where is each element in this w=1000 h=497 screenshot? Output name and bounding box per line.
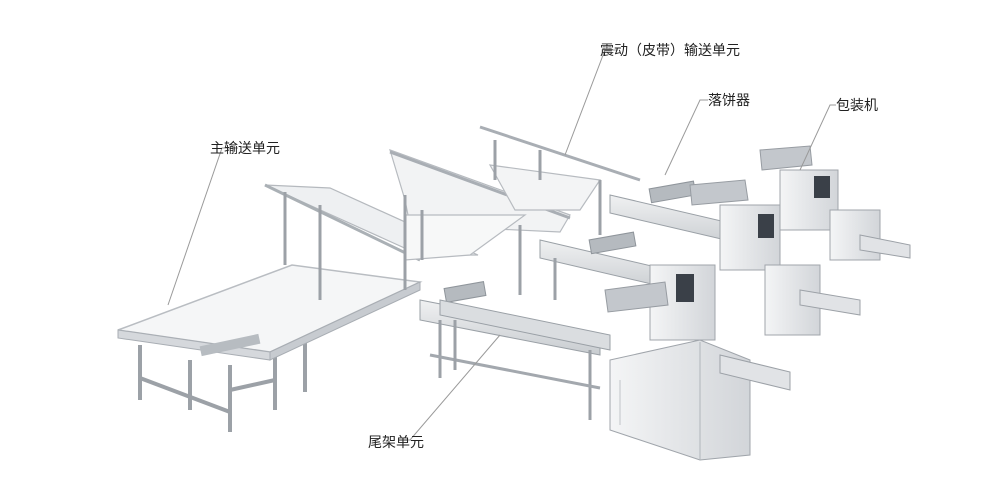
packaging-machine-middle — [689, 179, 861, 336]
label-vibration-conveyor: 震动（皮带）输送单元 — [600, 43, 740, 59]
leader-lines — [167, 49, 836, 441]
vibration-belt-conveyor-unit — [479, 125, 641, 235]
leader-main — [167, 147, 238, 306]
leader-packaging — [799, 104, 836, 171]
label-biscuit-dropper: 落饼器 — [708, 93, 750, 109]
label-packaging-machine: 包装机 — [836, 98, 878, 114]
label-main-conveyor: 主输送单元 — [210, 141, 280, 157]
label-tail-frame: 尾架单元 — [368, 435, 424, 451]
leader-vibration — [564, 49, 618, 156]
tail-frame-unit — [429, 299, 611, 390]
leader-dropper — [664, 99, 708, 176]
leader-tail — [398, 334, 501, 441]
packaging-machine-front — [604, 264, 791, 461]
packaging-machine-back — [759, 145, 911, 261]
